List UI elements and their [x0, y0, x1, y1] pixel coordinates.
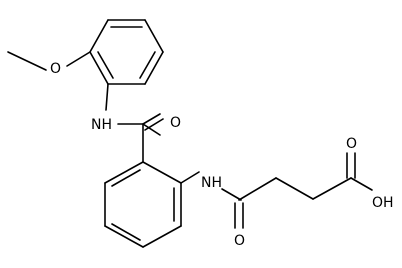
bond: [89, 51, 109, 85]
bond: [221, 188, 242, 201]
central-benzene-ring: [104, 161, 182, 248]
succinyl-chain: [238, 177, 352, 201]
double-bond-inner: [111, 169, 141, 187]
bond: [142, 161, 182, 184]
bond: [105, 83, 109, 111]
upper-amide-nh: NH: [91, 83, 144, 133]
bond: [180, 171, 200, 184]
upper-carbonyl: O: [142, 113, 181, 163]
acid-hydroxyl-label: OH: [372, 195, 394, 211]
double-bond: [144, 118, 164, 131]
lower-carbonyl: O: [234, 202, 245, 249]
carboxylic-acid: O OH: [346, 136, 394, 211]
bond: [7, 51, 47, 71]
bond: [144, 51, 164, 85]
bond: [104, 161, 144, 184]
bond: [142, 113, 161, 125]
upper-nh-label: NH: [91, 117, 112, 133]
lower-amide-nh: NH: [180, 171, 242, 201]
acid-carbonyl-oxygen-label: O: [346, 136, 357, 152]
lower-nh-label: NH: [201, 175, 222, 191]
double-bond-inner: [111, 223, 141, 241]
bond: [312, 177, 352, 200]
bond: [89, 19, 109, 53]
bond: [142, 225, 182, 248]
double-bond-inner: [139, 51, 156, 79]
bond: [144, 19, 164, 53]
methoxy-group: O: [7, 51, 91, 77]
lower-carbonyl-oxygen-label: O: [234, 233, 245, 249]
double-bond-inner: [97, 51, 114, 79]
methoxyphenyl-ring: [89, 19, 164, 85]
bond: [350, 177, 373, 191]
upper-carbonyl-oxygen-label: O: [170, 115, 181, 131]
bond: [104, 225, 144, 248]
bond: [275, 177, 314, 200]
methoxy-oxygen-label: O: [50, 61, 61, 77]
bond: [238, 177, 277, 201]
bond: [66, 51, 91, 67]
bond: [142, 123, 161, 136]
